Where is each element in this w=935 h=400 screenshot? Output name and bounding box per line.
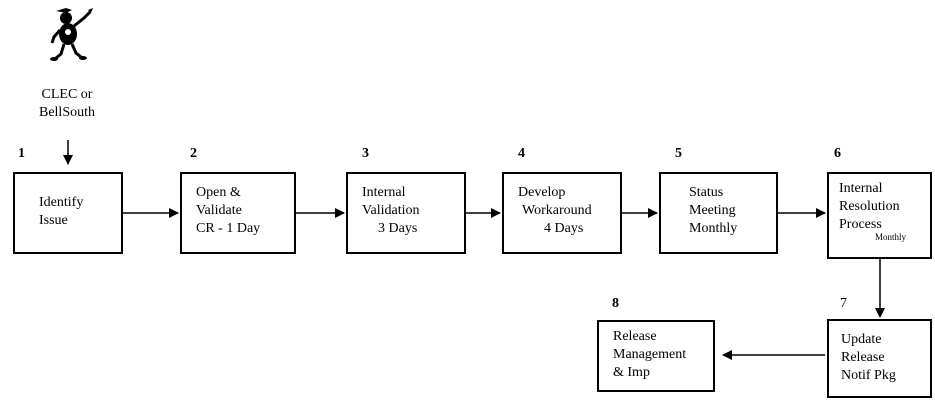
step-7-line-3: Notif Pkg (841, 368, 896, 383)
step-1-line-2: Issue (39, 213, 68, 228)
step-8-line-3: & Imp (613, 365, 650, 380)
step-1-line-1: Identify (39, 195, 84, 210)
step-8-line-2: Management (613, 347, 687, 362)
step-box-update-release: Update Release Notif Pkg (827, 319, 932, 398)
step-5-line-1: Status (689, 185, 724, 200)
step-2-line-2: Validate (196, 203, 242, 218)
step-box-internal-validation: Internal Validation 3 Days (346, 172, 466, 254)
step-number-5: 5 (675, 146, 682, 161)
step-2-line-1: Open & (196, 185, 241, 200)
cartoon-person-icon (50, 8, 93, 61)
step-number-3: 3 (362, 146, 369, 161)
step-6-line-3: Process (839, 217, 882, 232)
step-number-4: 4 (518, 146, 525, 161)
step-5-line-2: Meeting (689, 203, 736, 218)
step-8-line-1: Release (613, 329, 657, 344)
step-4-line-3: 4 Days (544, 221, 584, 236)
step-4-line-1: Develop (518, 185, 566, 200)
step-box-develop-workaround: Develop Workaround 4 Days (502, 172, 622, 254)
step-box-status-meeting: Status Meeting Monthly (659, 172, 778, 254)
step-6-line-2: Resolution (839, 199, 900, 214)
step-7-line-2: Release (841, 350, 885, 365)
step-4-line-2: Workaround (522, 203, 592, 218)
step-box-identify-issue: Identify Issue (13, 172, 123, 254)
step-6-line-4: Monthly (875, 232, 907, 242)
step-5-line-3: Monthly (689, 221, 738, 236)
step-box-open-validate: Open & Validate CR - 1 Day (180, 172, 296, 254)
step-box-internal-resolution: Internal Resolution Process Monthly (827, 172, 932, 259)
step-3-line-1: Internal (362, 185, 406, 200)
actor-label: CLEC or BellSouth (22, 86, 112, 122)
step-7-line-1: Update (841, 332, 882, 347)
step-number-6: 6 (834, 146, 841, 161)
step-box-release-management: Release Management & Imp (597, 320, 715, 392)
actor-label-line2: BellSouth (38, 105, 95, 120)
step-3-line-2: Validation (362, 203, 420, 218)
step-2-line-3: CR - 1 Day (196, 221, 261, 236)
step-number-1: 1 (18, 146, 25, 161)
step-3-line-3: 3 Days (378, 221, 418, 236)
actor-label-line1: CLEC or (41, 87, 93, 102)
step-number-7: 7 (840, 296, 847, 311)
step-number-2: 2 (190, 146, 197, 161)
step-number-8: 8 (612, 296, 619, 311)
step-6-line-1: Internal (839, 181, 883, 196)
